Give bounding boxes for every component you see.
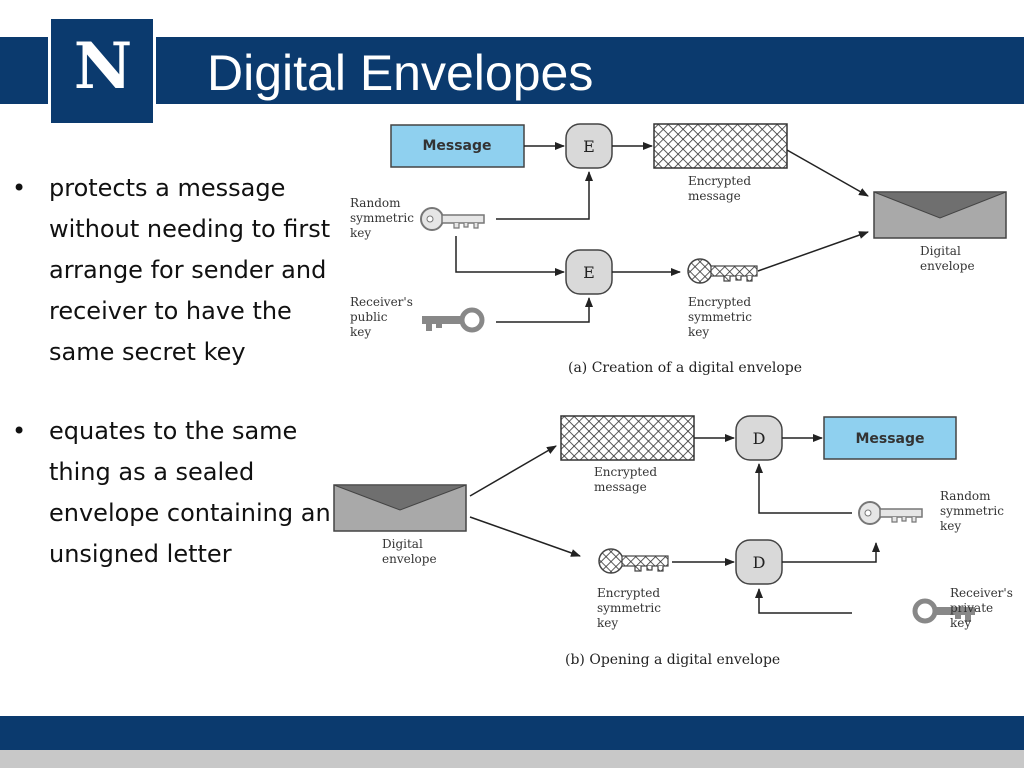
bullet-text: protects a message without needing to fi… <box>49 174 331 366</box>
arrow <box>755 588 852 614</box>
encrypted-key-icon <box>687 258 758 284</box>
message-box <box>390 124 525 168</box>
random-key-icon <box>420 207 485 231</box>
digital-envelope-icon <box>333 484 467 532</box>
digital-envelope-label: Digital envelope <box>382 537 437 566</box>
random-key-icon <box>858 501 923 525</box>
bullet-dot: • <box>12 174 27 202</box>
arrow <box>469 445 557 497</box>
receiver-public-key-label: Receiver's public key <box>350 295 417 339</box>
random-key-label: Random symmetric key <box>350 196 418 240</box>
digital-envelope-label: Digital envelope <box>920 244 975 273</box>
random-key-label: Random symmetric key <box>940 489 1008 533</box>
public-key-icon <box>422 310 482 331</box>
arrow <box>782 542 880 563</box>
message-box-label: Message <box>855 431 924 447</box>
footer-bar <box>0 716 1024 750</box>
receiver-private-key-label: Receiver's private key <box>950 586 1017 630</box>
encrypted-message-box <box>560 415 695 461</box>
university-logo: N <box>48 16 156 126</box>
slide-title: Digital Envelopes <box>207 45 594 101</box>
arrow <box>755 463 852 514</box>
bullet-dot: • <box>12 417 27 445</box>
encrypt-node-label: E <box>583 137 595 156</box>
footer-strip <box>0 750 1024 768</box>
encrypted-key-label: Encrypted symmetric key <box>597 586 665 630</box>
arrow <box>469 516 581 557</box>
encrypt-node-label: E <box>583 263 595 282</box>
encrypted-message-label: Encrypted message <box>688 174 755 203</box>
bullet-item: • protects a message without needing to … <box>10 168 340 373</box>
arrow <box>496 171 593 220</box>
caption-opening: (b) Opening a digital envelope <box>565 652 780 668</box>
message-box <box>823 416 957 460</box>
arrow <box>786 149 869 197</box>
decrypt-node-label: D <box>753 429 766 448</box>
bullet-text: equates to the same thing as a sealed en… <box>49 417 331 568</box>
bullet-list: • protects a message without needing to … <box>10 168 340 575</box>
digital-envelope-diagram: Message E Encrypted message Random symme… <box>333 123 1017 668</box>
caption-creation: (a) Creation of a digital envelope <box>568 360 802 376</box>
bullet-item: • equates to the same thing as a sealed … <box>10 411 340 575</box>
decrypt-node-label: D <box>753 553 766 572</box>
digital-envelope-icon <box>873 191 1007 239</box>
encrypted-message-box <box>653 123 788 169</box>
encrypted-key-icon <box>598 548 669 574</box>
arrow <box>496 297 593 323</box>
header-bar <box>0 37 1024 104</box>
encrypted-message-label: Encrypted message <box>594 465 661 494</box>
message-box-label: Message <box>422 138 491 154</box>
arrow <box>455 236 565 276</box>
arrow <box>757 231 869 272</box>
logo-letter: N <box>73 29 133 104</box>
encrypted-key-label: Encrypted symmetric key <box>688 295 756 339</box>
